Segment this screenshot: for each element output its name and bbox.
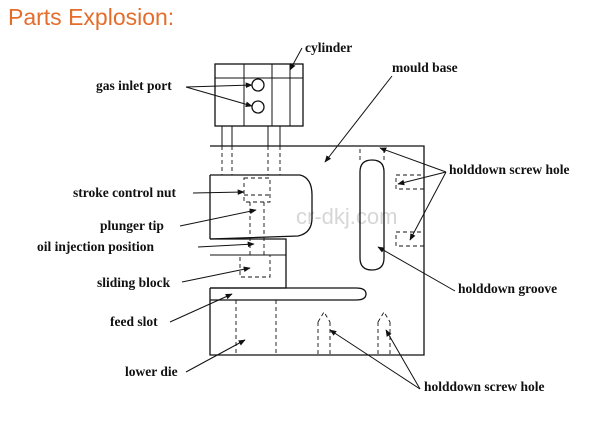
label-holddown-groove: holddown groove	[458, 281, 557, 296]
label-lower-die: lower die	[125, 364, 178, 379]
label-sliding-block: sliding block	[97, 275, 171, 290]
label-holddown-screw-hole-bottom: holddown screw hole	[424, 379, 545, 394]
holddown-groove	[359, 146, 425, 271]
label-holddown-screw-hole-top: holddown screw hole	[449, 162, 570, 177]
label-stroke-control-nut: stroke control nut	[73, 185, 177, 200]
bottom-screw-holes	[317, 311, 391, 355]
diagram-heading: Parts Explosion:	[8, 4, 175, 30]
label-gas-inlet-port: gas inlet port	[96, 78, 172, 93]
label-oil-injection-position: oil injection position	[37, 239, 155, 254]
label-cylinder: cylinder	[305, 40, 352, 55]
cylinder	[214, 63, 304, 146]
label-plunger-tip: plunger tip	[100, 218, 164, 233]
watermark-text: cr-dkj.com	[296, 204, 397, 229]
mould-base	[209, 145, 425, 356]
label-mould-base: mould base	[392, 60, 458, 75]
label-feed-slot: feed slot	[110, 314, 158, 329]
